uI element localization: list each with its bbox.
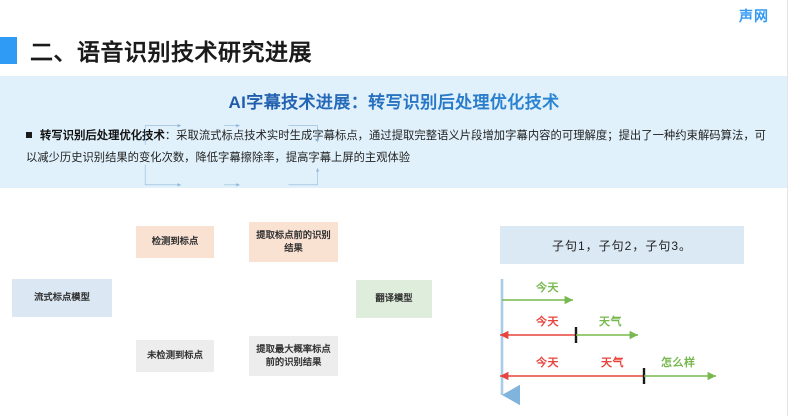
timeline-label-r3-s2: 天气	[601, 357, 624, 369]
flow-node-source: 流式标点模型	[12, 279, 112, 317]
flow-node-translation: 翻译模型	[356, 280, 432, 318]
timeline-header: 子句1，子句2，子句3。	[500, 226, 744, 264]
banner-heading: AI字幕技术进展：转写识别后处理优化技术	[0, 88, 787, 113]
page-title: 二、语音识别技术研究进展	[0, 34, 312, 66]
timeline-arrows	[500, 279, 716, 406]
bullet-square-icon	[26, 132, 32, 138]
timeline-label-r3-s3: 怎么样	[661, 357, 696, 369]
timeline-label-r3-s1: 今天	[536, 357, 559, 369]
timeline-label-r2-s2: 天气	[599, 316, 622, 328]
timeline-label-r1-s1: 今天	[536, 282, 559, 294]
flow-node-not-detected: 未检测到标点	[136, 340, 214, 372]
flow-node-extract-before: 提取标点前的识别结果	[249, 222, 338, 262]
banner-body: 转写识别后处理优化技术：采取流式标点技术实时生成字幕标点，通过提取完整语义片段增…	[26, 125, 766, 169]
banner-block: AI字幕技术进展：转写识别后处理优化技术 转写识别后处理优化技术：采取流式标点技…	[0, 76, 787, 188]
brand-logo: 声网	[739, 8, 769, 24]
page-title-text: 二、语音识别技术研究进展	[30, 39, 312, 65]
bullet-term: 转写识别后处理优化技术	[40, 130, 165, 142]
timeline-diagram: 子句1，子句2，子句3。	[460, 200, 787, 416]
title-accent-bar	[0, 36, 17, 64]
flow-node-extract-max-prob: 提取最大概率标点前的识别结果	[249, 336, 338, 376]
flow-node-detected: 检测到标点	[136, 226, 214, 258]
timeline-label-r2-s1: 今天	[536, 316, 559, 328]
